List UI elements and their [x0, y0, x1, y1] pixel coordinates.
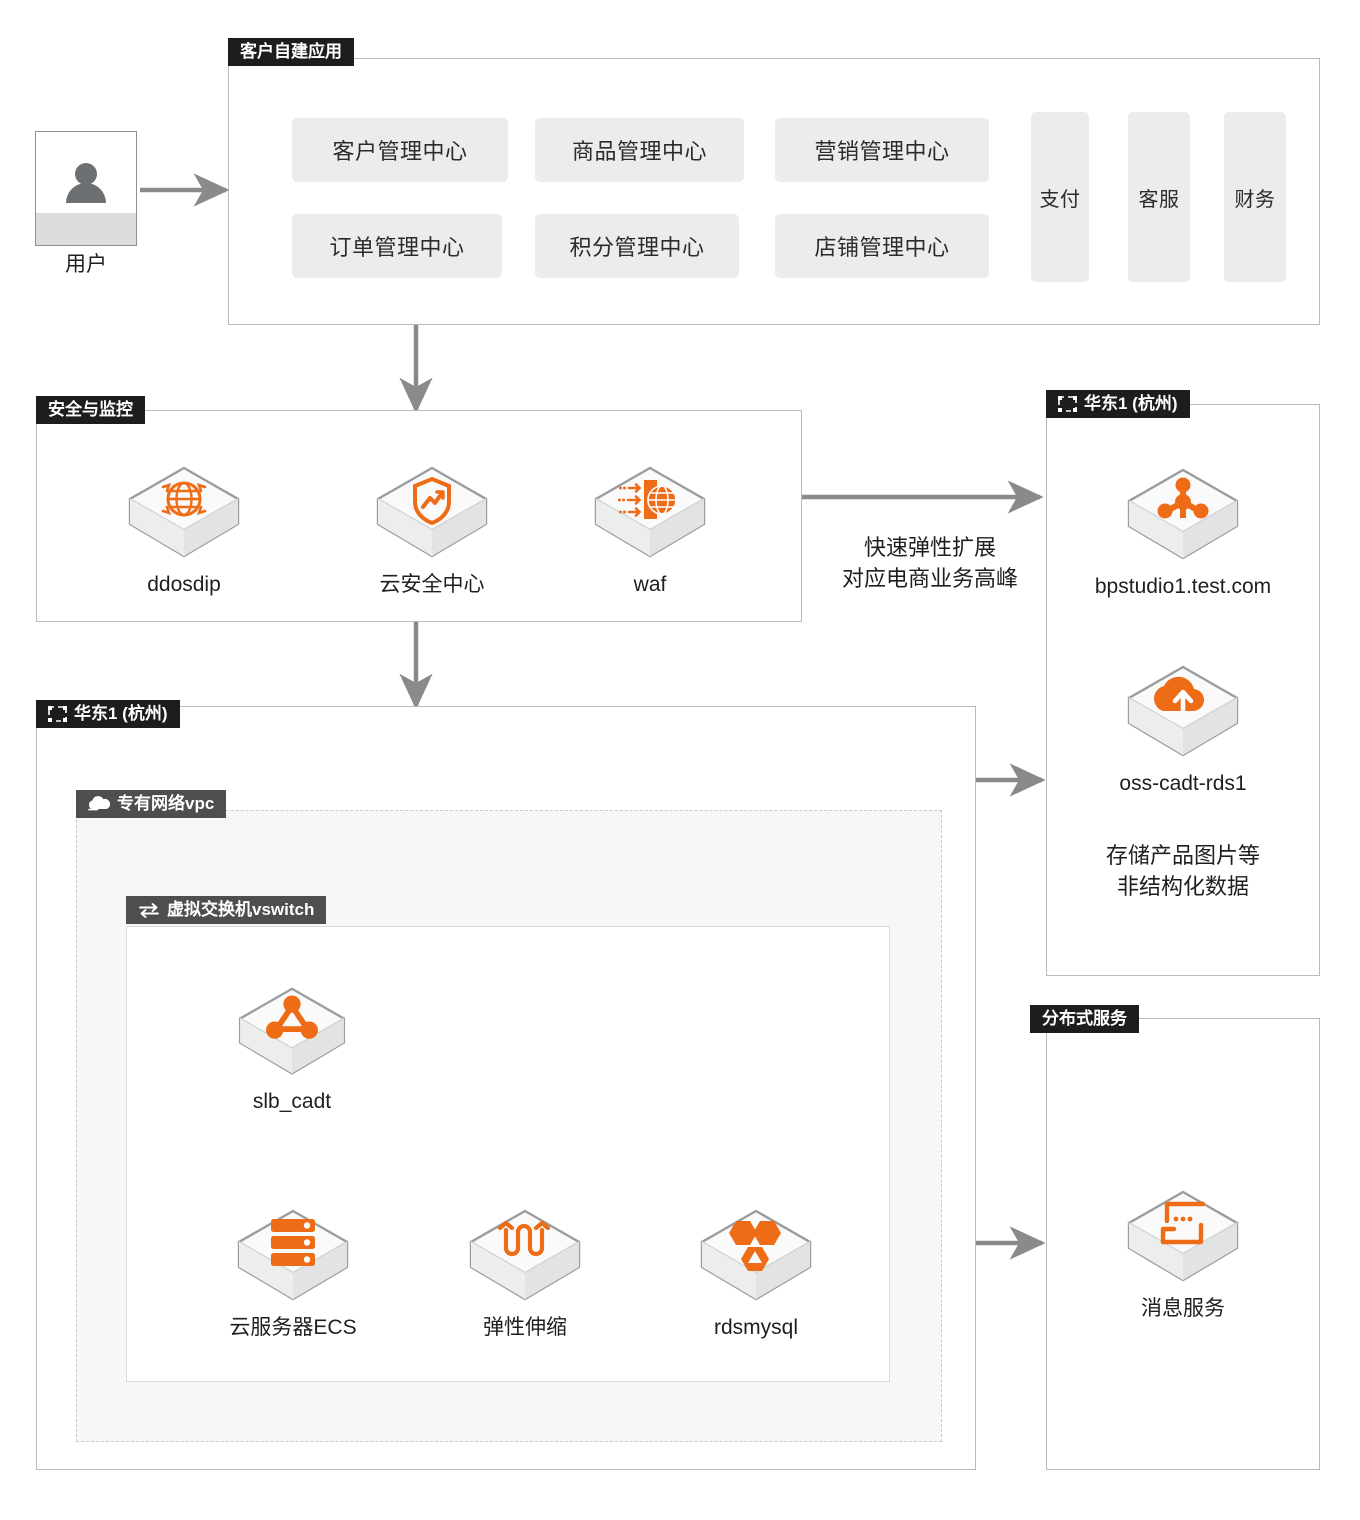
slb-nodes-icon	[1127, 468, 1239, 560]
group-vswitch	[126, 926, 890, 1382]
group-title-security-label: 安全与监控	[48, 400, 133, 419]
tile-label: 积分管理中心	[569, 235, 705, 260]
tile-label: 客服	[1138, 188, 1180, 211]
region-bracket-icon	[48, 705, 67, 722]
node-label: 云服务器ECS	[229, 1316, 357, 1339]
node-slb-cadt[interactable]: slb_cadt	[232, 983, 352, 1116]
node-ddosdip[interactable]: ddosdip	[122, 462, 246, 599]
user-label: 用户	[65, 253, 107, 276]
rds-hexagon-icon	[700, 1209, 812, 1301]
group-title-distributed-label: 分布式服务	[1042, 1009, 1127, 1028]
user-actor[interactable]: 用户	[35, 131, 137, 279]
group-title-customer-app: 客户自建应用	[228, 38, 354, 66]
node-label: oss-cadt-rds1	[1119, 772, 1247, 795]
user-avatar-box	[35, 131, 137, 246]
tile-label: 营销管理中心	[814, 139, 950, 164]
node-message-service[interactable]: 消息服务	[1121, 1186, 1245, 1323]
node-rdsmysql[interactable]: rdsmysql	[694, 1205, 818, 1342]
edge-label-elastic-scale: 快速弹性扩展 对应电商业务高峰	[841, 535, 1018, 592]
tile-order-center[interactable]: 订单管理中心	[292, 214, 502, 278]
tile-label: 店铺管理中心	[814, 235, 950, 260]
tile-support[interactable]: 客服	[1128, 112, 1190, 282]
swap-arrows-icon	[139, 902, 159, 918]
node-oss[interactable]: oss-cadt-rds1	[1119, 661, 1247, 798]
group-title-region-right-label: 华东1 (杭州)	[1084, 394, 1178, 413]
oss-cloud-arrow-icon	[1127, 665, 1239, 757]
group-title-customer-app-label: 客户自建应用	[240, 42, 342, 61]
tile-product-center[interactable]: 商品管理中心	[535, 118, 744, 182]
tile-label: 支付	[1039, 188, 1081, 211]
oss-description-note: 存储产品图片等 非结构化数据	[1105, 843, 1260, 900]
node-autoscaling[interactable]: 弹性伸缩	[463, 1205, 587, 1342]
node-label: 弹性伸缩	[483, 1316, 567, 1339]
group-title-vswitch: 虚拟交换机vswitch	[126, 896, 327, 924]
tile-finance[interactable]: 财务	[1224, 112, 1286, 282]
ddos-globe-shield-icon	[128, 466, 240, 558]
tile-customer-center[interactable]: 客户管理中心	[292, 118, 508, 182]
node-cloud-security-center[interactable]: 云安全中心	[370, 462, 494, 599]
cloud-icon	[88, 796, 110, 811]
group-title-distributed: 分布式服务	[1030, 1005, 1139, 1033]
node-label: bpstudio1.test.com	[1094, 575, 1272, 598]
waf-firewall-globe-icon	[594, 466, 706, 558]
group-title-region-left: 华东1 (杭州)	[36, 700, 180, 728]
group-title-vswitch-label: 虚拟交换机vswitch	[167, 900, 315, 919]
tile-label: 客户管理中心	[332, 139, 468, 164]
tile-marketing-center[interactable]: 营销管理中心	[775, 118, 989, 182]
person-icon	[66, 162, 106, 203]
node-label: slb_cadt	[252, 1090, 332, 1113]
region-bracket-icon	[1058, 395, 1077, 412]
node-label: ddosdip	[147, 573, 221, 596]
group-title-security: 安全与监控	[36, 396, 145, 424]
group-title-region-right: 华东1 (杭州)	[1046, 390, 1190, 418]
tile-shop-center[interactable]: 店铺管理中心	[775, 214, 989, 278]
ecs-server-icon	[237, 1209, 349, 1301]
node-bpstudio[interactable]: bpstudio1.test.com	[1095, 464, 1271, 601]
node-ecs[interactable]: 云服务器ECS	[229, 1205, 357, 1342]
group-title-region-left-label: 华东1 (杭州)	[74, 704, 168, 723]
security-shield-chart-icon	[376, 466, 488, 558]
node-label: waf	[633, 573, 667, 596]
node-label: 消息服务	[1141, 1297, 1225, 1320]
autoscaling-wave-icon	[469, 1209, 581, 1301]
group-title-vpc-label: 专有网络vpc	[117, 794, 215, 813]
tile-label: 商品管理中心	[571, 139, 707, 164]
tile-label: 订单管理中心	[329, 235, 465, 260]
slb-nodes-icon	[238, 987, 346, 1075]
avatar-band	[36, 213, 136, 245]
tile-payment[interactable]: 支付	[1031, 112, 1089, 282]
node-label: 云安全中心	[379, 573, 485, 596]
tile-points-center[interactable]: 积分管理中心	[535, 214, 739, 278]
node-label: rdsmysql	[713, 1316, 798, 1339]
node-waf[interactable]: waf	[588, 462, 712, 599]
tile-label: 财务	[1234, 188, 1276, 211]
group-title-vpc: 专有网络vpc	[76, 790, 227, 818]
message-chat-icon	[1127, 1190, 1239, 1282]
